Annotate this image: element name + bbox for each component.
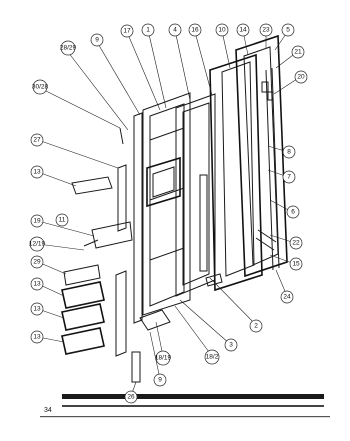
- callout-2: 2: [249, 319, 263, 333]
- callouts: 28/29 9 17 1 4 16 10 14 23 5 21 20 30/28…: [29, 23, 308, 404]
- callout-8: 8: [282, 145, 296, 159]
- callout-1: 1: [141, 23, 155, 37]
- callout-label: 5: [286, 27, 290, 34]
- callout-23: 23: [259, 23, 273, 37]
- callout-label: 10: [218, 27, 226, 34]
- callout-label: 14: [239, 27, 247, 34]
- callout-9b: 9: [153, 373, 167, 387]
- callout-7: 7: [282, 170, 296, 184]
- callout-27: 27: [30, 133, 44, 147]
- callout-20: 20: [294, 70, 308, 84]
- callout-21: 21: [291, 45, 305, 59]
- callout-label: 30/28: [32, 84, 49, 91]
- callout-3028: 30/28: [32, 79, 49, 95]
- callout-label: 23: [262, 27, 270, 34]
- callout-10: 10: [215, 23, 229, 37]
- callout-label: 1: [146, 27, 150, 34]
- callout-label: 20: [297, 74, 305, 81]
- callout-label: 13: [33, 281, 41, 288]
- callout-13d: 13: [30, 330, 44, 344]
- callout-label: 28/29: [60, 45, 77, 52]
- callout-17: 17: [120, 24, 134, 38]
- callout-22: 22: [289, 236, 303, 250]
- callout-1812: 18/2: [204, 349, 220, 365]
- callout-label: 18/2: [206, 354, 219, 361]
- callout-6: 6: [286, 205, 300, 219]
- callout-15: 15: [289, 257, 303, 271]
- callout-14: 14: [236, 23, 250, 37]
- callout-label: 21: [294, 49, 302, 56]
- callout-label: 16: [191, 27, 199, 34]
- callout-label: 7: [287, 174, 291, 181]
- callout-label: 13: [33, 169, 41, 176]
- callout-16: 16: [188, 23, 202, 37]
- callout-13c: 13: [30, 302, 44, 316]
- hardware-parts: [83, 127, 223, 383]
- callout-4: 4: [168, 23, 182, 37]
- callout-24: 24: [280, 290, 294, 304]
- door-shelves: [61, 176, 133, 355]
- callout-label: 3: [229, 342, 233, 349]
- callout-label: 2: [254, 323, 258, 330]
- dispenser-housing: [146, 156, 181, 208]
- callout-label: 29: [33, 259, 41, 266]
- callout-label: 17: [123, 28, 131, 35]
- callout-3: 3: [224, 338, 238, 352]
- door-liner: [142, 92, 191, 316]
- callout-13a: 13: [30, 165, 44, 179]
- callout-label: 11: [59, 217, 66, 224]
- callout-label: 8: [287, 149, 291, 156]
- callout-26: 26: [124, 390, 138, 404]
- callout-label: 22: [292, 240, 300, 247]
- callout-label: 13: [33, 334, 41, 341]
- vertical-trim-strips: [255, 67, 280, 271]
- page-number: 34: [44, 407, 52, 414]
- callout-label: 13: [33, 306, 41, 313]
- door-trim-frame: [235, 34, 288, 278]
- shelf-rails: [115, 112, 143, 357]
- callout-label: 24: [283, 294, 291, 301]
- callout-11: 11: [55, 213, 69, 227]
- callout-label: 9: [95, 37, 99, 44]
- callout-1219: 12/19: [29, 236, 46, 252]
- outer-door: [209, 53, 263, 292]
- callout-29: 29: [30, 255, 44, 269]
- callout-label: 26: [127, 394, 135, 401]
- callout-label: 19: [33, 218, 41, 225]
- callout-13b: 13: [30, 277, 44, 291]
- callout-9a: 9: [90, 33, 104, 47]
- callout-label: 27: [33, 137, 41, 144]
- bottom-band: [40, 394, 330, 418]
- door-panel: [175, 93, 216, 297]
- callout-label: 4: [173, 27, 177, 34]
- callout-label: 18/19: [155, 355, 172, 362]
- callout-label: 15: [292, 261, 300, 268]
- callout-label: 6: [291, 209, 295, 216]
- extra-callouts: 19: [30, 214, 44, 228]
- callout-label: 12/19: [29, 241, 46, 248]
- leader-lines: [37, 29, 301, 397]
- callout-5: 5: [281, 23, 295, 37]
- callout-19: 19: [30, 214, 44, 228]
- callout-2829: 28/29: [60, 40, 77, 56]
- callout-label: 9: [158, 377, 162, 384]
- callout-1819: 18/19: [155, 350, 172, 366]
